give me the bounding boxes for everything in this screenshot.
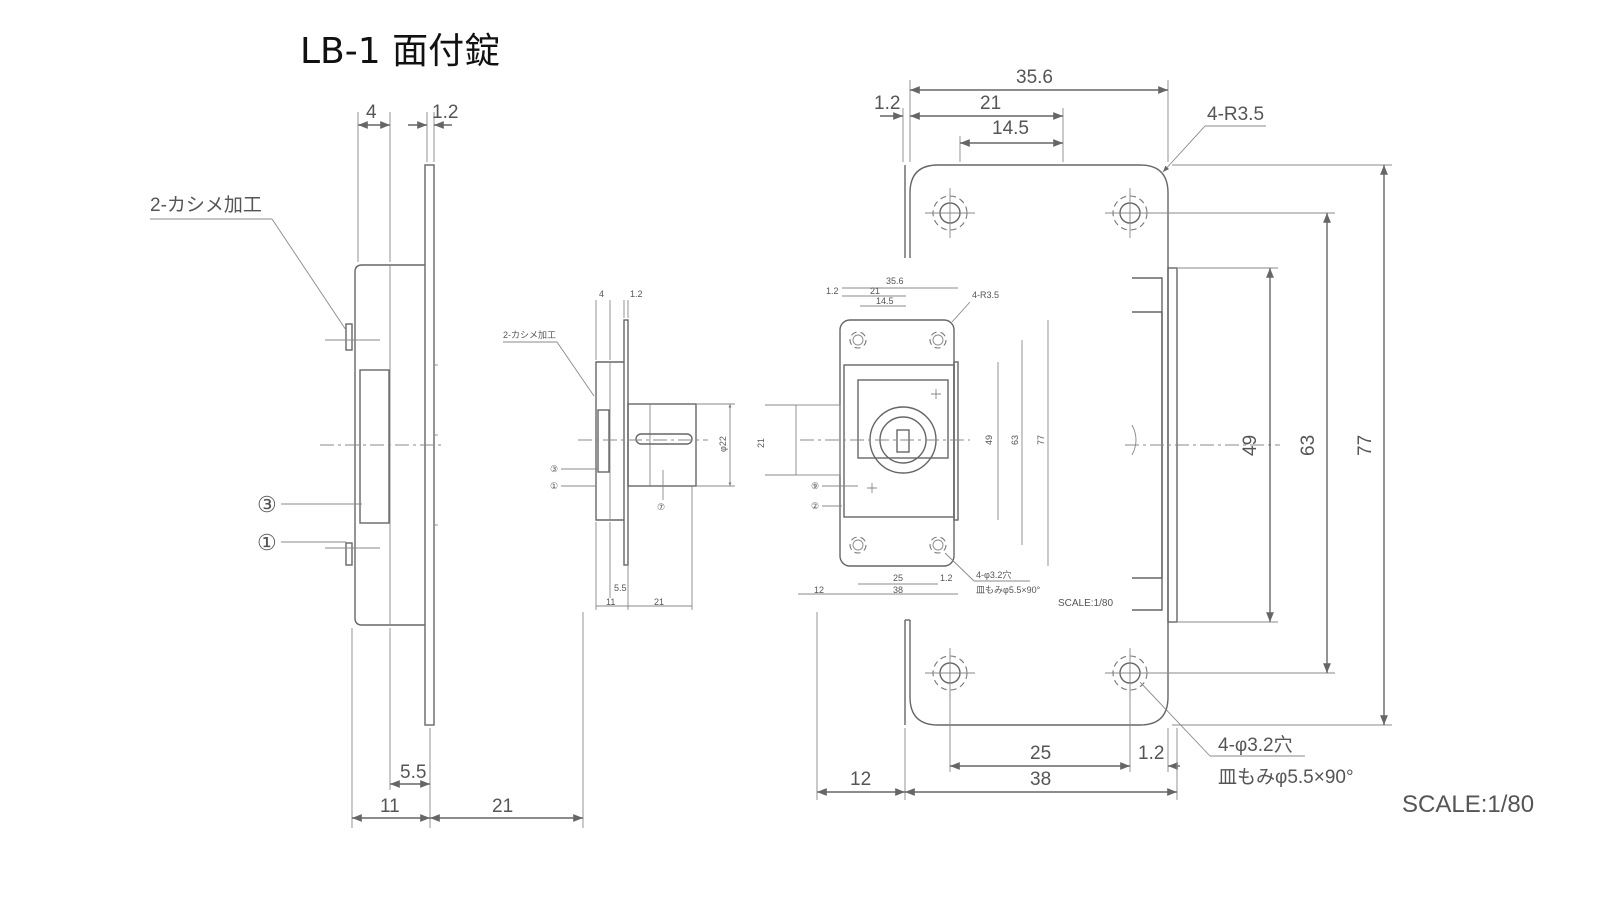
front-dim-25: 25: [1030, 743, 1051, 764]
mini-dim-5-5: 5.5: [614, 583, 627, 593]
mini-side-view: φ22 4 1.2 2-カシメ加工 ③ ① ⑦ 5.5 11 21: [503, 289, 735, 610]
front-hole-note-2: 皿もみφ5.5×90°: [1218, 767, 1354, 788]
mini-front-dim-35-6: 35.6: [886, 276, 904, 286]
mini-front-dim-38: 38: [893, 585, 903, 595]
side-dim-4: 4: [366, 102, 377, 123]
side-dim-11: 11: [380, 796, 400, 817]
callout-1: ①: [257, 530, 277, 555]
front-dim-38: 38: [1030, 769, 1051, 790]
scale-label: SCALE:1/80: [1402, 791, 1534, 818]
front-view: 35.6 21 14.5 1.2 4-R3.5 49 63 77 25 1: [816, 67, 1392, 800]
mini-front-callout-2: ②: [811, 501, 819, 511]
side-view: 4 1.2 2-カシメ加工 ③ ① 5.5 11 21: [150, 102, 584, 828]
mini-callout-3: ③: [550, 464, 558, 474]
mini-front-view: 21 35.6 21 14.5 1.2 4-R3.5 49 63 77 ⑨ ②: [756, 276, 1113, 609]
front-dim-1-2b: 1.2: [1138, 743, 1164, 764]
front-dim-77: 77: [1355, 435, 1376, 456]
mini-front-hole-note-1: 4-φ3.2穴: [976, 569, 1011, 580]
mini-caulk-note: 2-カシメ加工: [503, 330, 556, 340]
mini-front-dim-63: 63: [1010, 435, 1020, 445]
front-radius: 4-R3.5: [1207, 104, 1264, 125]
front-dim-12: 12: [850, 769, 871, 790]
mini-front-dim-12: 12: [814, 585, 824, 595]
front-dim-49: 49: [1240, 435, 1261, 456]
mini-dim-11: 11: [606, 597, 615, 607]
mini-front-radius: 4-R3.5: [972, 290, 999, 300]
side-dim-21: 21: [492, 796, 513, 817]
side-dim-5-5: 5.5: [400, 762, 426, 783]
mini-front-dim-14-5: 14.5: [876, 296, 894, 306]
mini-front-dim-1-2: 1.2: [826, 286, 839, 296]
mini-callout-1: ①: [550, 481, 558, 491]
page-title: LB-1 面付錠: [300, 31, 501, 72]
mini-front-dim-1-2b: 1.2: [940, 573, 953, 583]
front-dim-35-6: 35.6: [1016, 67, 1053, 88]
mini-dim-4: 4: [599, 289, 604, 299]
mini-dim-21: 21: [654, 597, 664, 607]
mini-front-dim-25: 25: [893, 573, 903, 583]
mini-front-hole-note-2: 皿もみφ5.5×90°: [976, 585, 1041, 595]
mini-callout-7: ⑦: [657, 502, 665, 512]
caulk-note: 2-カシメ加工: [150, 194, 262, 216]
mini-front-dim-77: 77: [1036, 435, 1046, 445]
mini-cyl-dia: φ22: [718, 436, 728, 452]
side-dim-1-2: 1.2: [432, 102, 458, 123]
front-dim-14-5: 14.5: [992, 118, 1029, 139]
mini-front-dim-21: 21: [756, 438, 766, 448]
mini-front-scale: SCALE:1/80: [1058, 598, 1113, 609]
front-dim-1-2: 1.2: [874, 93, 900, 114]
mini-front-dim-21b: 21: [870, 286, 880, 296]
mini-front-dim-49: 49: [984, 435, 994, 445]
mini-dim-1-2: 1.2: [630, 289, 643, 299]
front-hole-note-1: 4-φ3.2穴: [1218, 734, 1293, 756]
callout-3: ③: [257, 492, 277, 517]
front-dim-63: 63: [1298, 435, 1319, 456]
mini-front-callout-9: ⑨: [811, 481, 819, 491]
front-dim-21: 21: [980, 93, 1001, 114]
